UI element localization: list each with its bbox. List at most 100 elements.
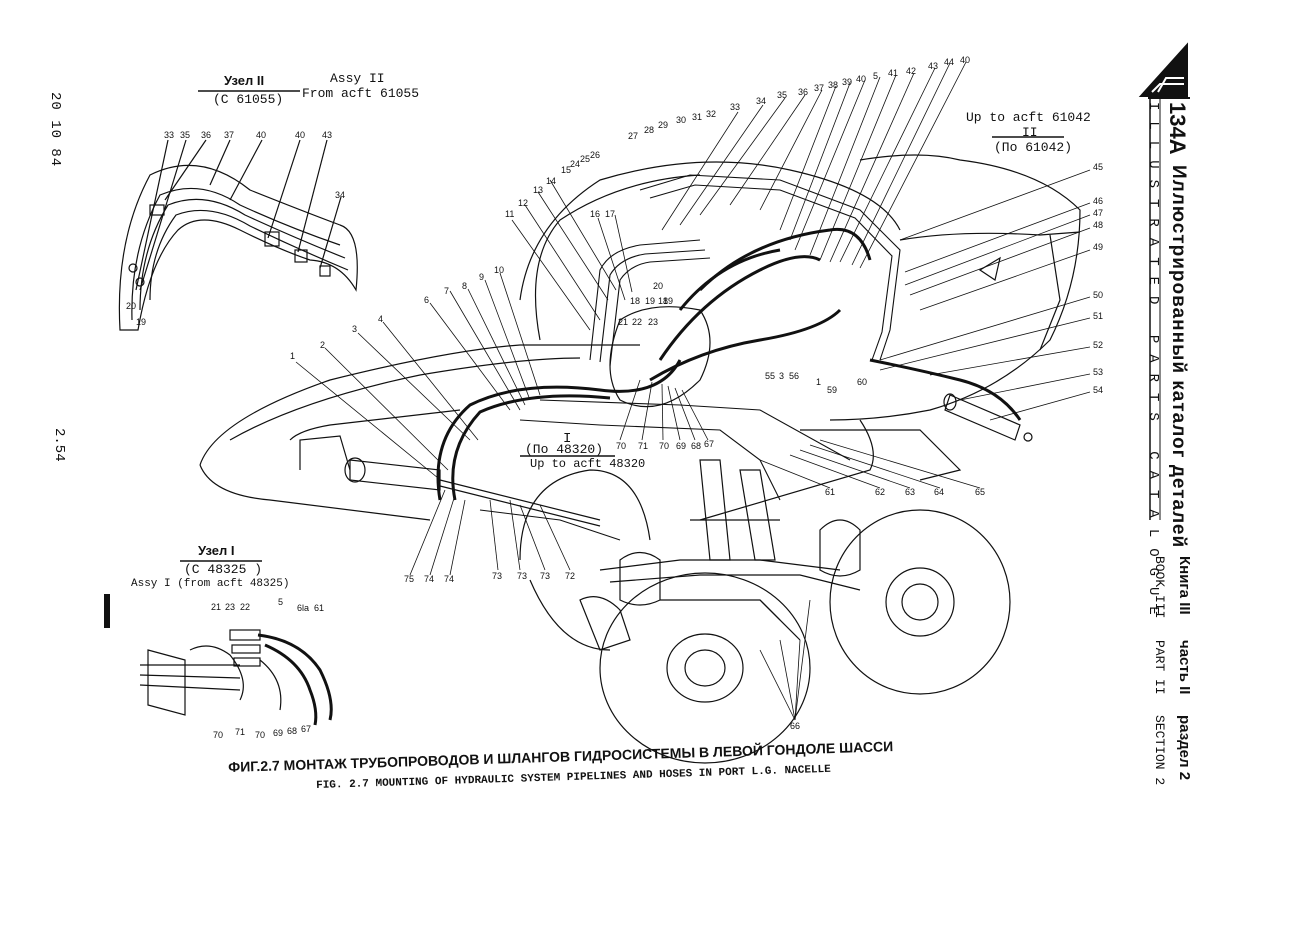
callout: 62: [875, 487, 886, 497]
header-title-en: ILLUSTRATED PARTS CATALOGUE: [1145, 102, 1161, 626]
callout: 43: [928, 61, 939, 71]
callout: 48: [1093, 220, 1104, 230]
callout: 31: [692, 112, 703, 122]
assy1-label-en: Assy I (from acft 48325): [131, 578, 290, 590]
callout: 4: [378, 314, 384, 324]
callout: 29: [658, 120, 669, 130]
upto2-roman: II: [1022, 125, 1038, 140]
callout: 70: [255, 730, 266, 740]
callout: 63: [905, 487, 916, 497]
callout: 41: [888, 68, 899, 78]
upto2-label-en: Up to acft 61042: [966, 110, 1091, 125]
callout: 22: [632, 317, 643, 327]
upto1-roman: I: [563, 431, 572, 447]
actuator-right: [943, 393, 1033, 442]
callout: 18: [658, 296, 669, 306]
callout: 54: [1093, 385, 1104, 395]
callout: 19: [663, 296, 674, 306]
callout: 26: [590, 150, 601, 160]
callout: 36: [201, 130, 212, 140]
book-ru: Книга III: [1176, 556, 1193, 615]
callout: 15: [561, 165, 572, 175]
callout: 67: [704, 439, 715, 449]
callout: 40: [295, 130, 306, 140]
doc-code: 20 10 84: [47, 92, 63, 168]
callout: 1: [290, 351, 296, 361]
callout: 13: [533, 185, 544, 195]
callout: 43: [322, 130, 333, 140]
logo-emblem: [1138, 42, 1188, 97]
callout: 14: [546, 176, 557, 186]
assy2-label-en: Assy II: [330, 71, 385, 86]
callout: 50: [1093, 290, 1104, 300]
leader-lines: [295, 61, 1091, 721]
page-number: 2.54: [51, 428, 67, 462]
header-model: 134A: [1165, 102, 1190, 155]
callout: 68: [691, 441, 702, 451]
assy2-from-en: From acft 61055: [302, 86, 420, 101]
callout: 73: [517, 571, 528, 581]
callout: 3: [352, 324, 358, 334]
callout: 10: [494, 265, 505, 275]
callout: 8: [462, 281, 468, 291]
callout: 18: [630, 296, 641, 306]
callout: 34: [335, 190, 346, 200]
callout: 21: [618, 317, 629, 327]
callout: 70: [659, 441, 670, 451]
callout: 69: [676, 441, 687, 451]
callout: 1: [816, 377, 822, 387]
callout: 20: [653, 281, 664, 291]
callout: 59: [827, 385, 838, 395]
callout: 19: [136, 317, 147, 327]
callout: 27: [628, 131, 639, 141]
callout: 73: [540, 571, 551, 581]
callout: 52: [1093, 340, 1104, 350]
callout: 73: [492, 571, 503, 581]
callout: 44: [944, 57, 955, 67]
callout: 11: [505, 209, 515, 219]
part-en: PART II: [1152, 640, 1167, 695]
callout: 61: [825, 487, 836, 497]
callout: 66: [790, 721, 801, 731]
callout: 30: [676, 115, 687, 125]
callout: 61: [314, 603, 325, 613]
callout: 39: [842, 77, 853, 87]
assy2-label-ru: Узел II: [224, 73, 265, 88]
callout: 21: [211, 602, 222, 612]
callout: 25: [580, 154, 591, 164]
callout: 28: [644, 125, 655, 135]
callout: 47: [1093, 208, 1104, 218]
book-en: BOOK III: [1152, 556, 1167, 619]
callout: 24: [570, 159, 581, 169]
callout: 23: [648, 317, 659, 327]
callout: 17: [605, 209, 616, 219]
callout: 9: [479, 272, 485, 282]
section-ru: раздел 2: [1176, 715, 1193, 781]
callout: 67: [301, 724, 312, 734]
assy2-detail: [118, 139, 358, 331]
callout: 35: [180, 130, 191, 140]
callout: 70: [616, 441, 627, 451]
callout: 68: [287, 726, 298, 736]
callout: 74: [444, 574, 455, 584]
assy2-from-ru: (С 61055): [213, 92, 284, 107]
assy1-label-ru: Узел I: [198, 543, 235, 558]
callout: 75: [404, 574, 415, 584]
callout: 45: [1093, 162, 1104, 172]
callout: 74: [424, 574, 435, 584]
callout: 3: [779, 371, 785, 381]
hydraulic-hoses: [436, 227, 1022, 501]
callout: 37: [814, 83, 825, 93]
upto1-label-en: Up to acft 48320: [530, 457, 646, 471]
callout: 16: [590, 209, 601, 219]
callout: 40: [960, 55, 971, 65]
callout: 71: [638, 441, 649, 451]
callout: 20: [126, 301, 137, 311]
callout: 35: [777, 90, 788, 100]
callout: 19: [645, 296, 656, 306]
hydraulic-pipes: [479, 174, 901, 541]
callout: 5: [278, 597, 284, 607]
margin-bar: [104, 594, 110, 628]
